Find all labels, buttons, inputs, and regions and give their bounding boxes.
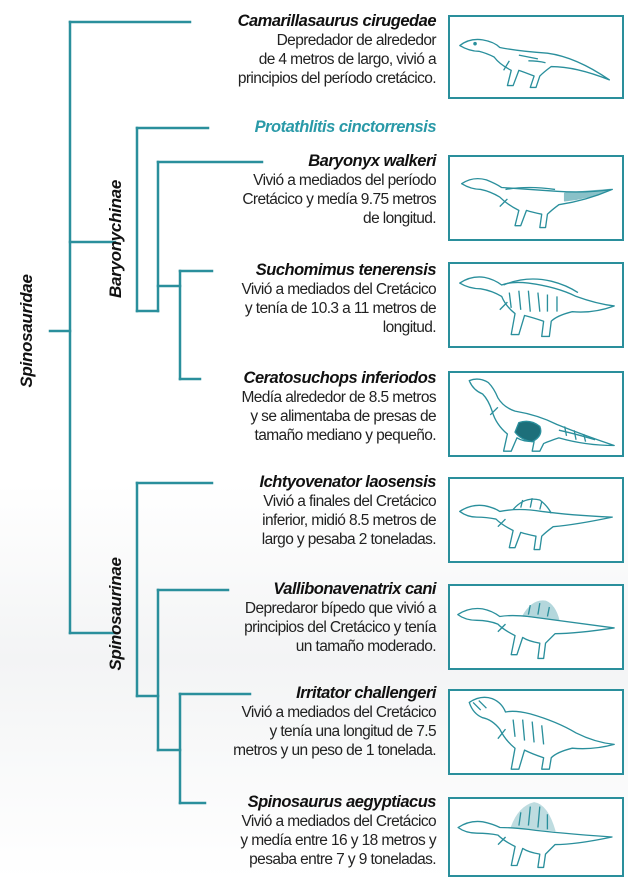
vallibonavenatrix-icon bbox=[450, 586, 622, 668]
species-name: Baryonyx walkeri bbox=[242, 152, 436, 171]
species-description: Vivió a mediados del período Cretácico y… bbox=[242, 171, 436, 228]
species-name: Camarillasaurus cirugedae bbox=[238, 12, 436, 31]
illustration-frame bbox=[448, 155, 624, 241]
species-entry: Camarillasaurus cirugedae Depredador de … bbox=[238, 12, 436, 88]
species-entry: Irritator challengeri Vivió a mediados d… bbox=[233, 684, 436, 760]
species-name: Vallibonavenatrix cani bbox=[244, 580, 436, 599]
illustration-frame bbox=[448, 689, 624, 775]
species-description: Depredaror bípedo que vivió a principios… bbox=[244, 599, 436, 656]
suchomimus-icon bbox=[450, 264, 622, 346]
theropod-silhouette-icon bbox=[450, 17, 622, 97]
illustration-frame bbox=[448, 15, 624, 99]
species-entry: Ichtyovenator laosensis Vivió a finales … bbox=[260, 473, 437, 549]
subfamily-label-spinosaurinae: Spinosaurinae bbox=[106, 557, 126, 670]
species-name: Ceratosuchops inferiodos bbox=[241, 369, 436, 388]
illustration-frame bbox=[448, 797, 624, 877]
illustration-frame bbox=[448, 371, 624, 457]
species-description: Vivió a mediados del Cretácico y medía e… bbox=[240, 812, 436, 869]
species-description: Vivió a finales del Cretácico inferior, … bbox=[260, 492, 437, 549]
species-description: Vivió a mediados del Cretácico y tenía u… bbox=[233, 703, 436, 760]
illustration-frame bbox=[448, 477, 624, 563]
irritator-icon bbox=[450, 691, 622, 773]
species-description: Vivió a mediados del Cretácico y tenía d… bbox=[241, 280, 436, 337]
illustration-frame bbox=[448, 262, 624, 348]
ichthyovenator-icon bbox=[450, 479, 622, 561]
species-name: Irritator challengeri bbox=[233, 684, 436, 703]
species-name: Ichtyovenator laosensis bbox=[260, 473, 437, 492]
species-description: Depredador de alrededor de 4 metros de l… bbox=[238, 31, 436, 88]
species-entry: Baryonyx walkeri Vivió a mediados del pe… bbox=[242, 152, 436, 228]
family-label: Spinosauridae bbox=[17, 274, 37, 387]
subfamily-label-baryonychinae: Baryonychinae bbox=[106, 180, 126, 298]
species-entry: Vallibonavenatrix cani Depredaror bípedo… bbox=[244, 580, 436, 656]
species-entry: Ceratosuchops inferiodos Medía alrededor… bbox=[241, 369, 436, 445]
species-entry: Protathlitis cinctorrensis bbox=[255, 118, 436, 137]
species-entry: Spinosaurus aegyptiacus Vivió a mediados… bbox=[240, 793, 436, 869]
species-description: Medía alrededor de 8.5 metros y se alime… bbox=[241, 388, 436, 445]
species-entry: Suchomimus tenerensis Vivió a mediados d… bbox=[241, 261, 436, 337]
baryonyx-icon bbox=[450, 157, 622, 239]
illustration-frame bbox=[448, 584, 624, 670]
species-name: Spinosaurus aegyptiacus bbox=[240, 793, 436, 812]
ceratosuchops-icon bbox=[450, 373, 622, 455]
species-name: Suchomimus tenerensis bbox=[241, 261, 436, 280]
spinosaurus-icon bbox=[450, 799, 622, 875]
species-name: Protathlitis cinctorrensis bbox=[255, 118, 436, 137]
